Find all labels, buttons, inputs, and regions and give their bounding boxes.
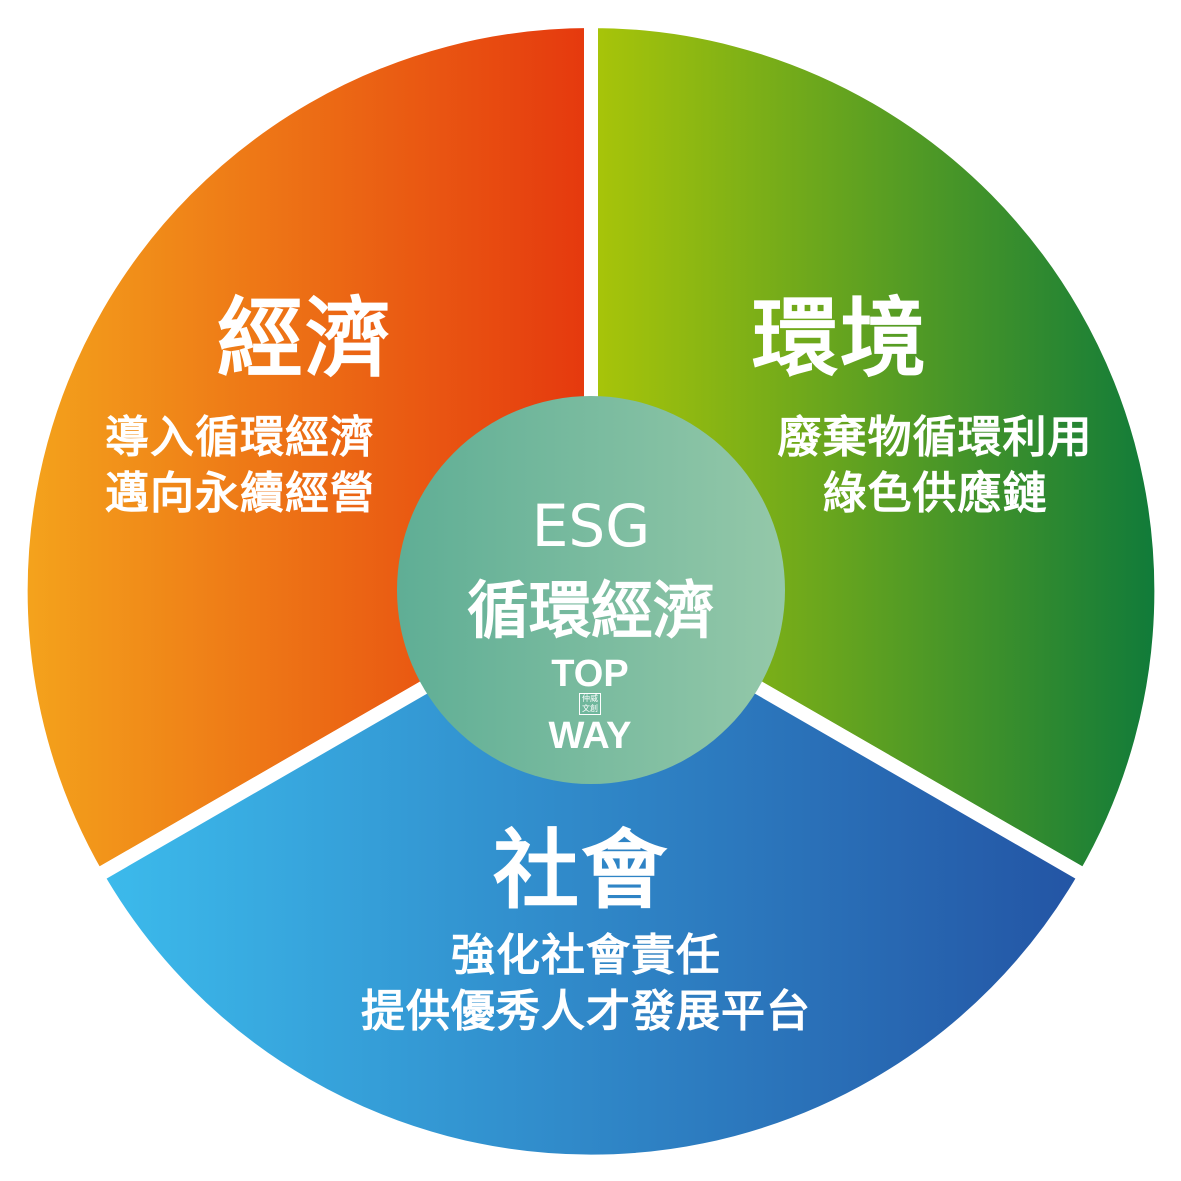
environment-description: 廢棄物循環利用 綠色供應鏈 — [730, 410, 1140, 522]
logo-bottom: WAY — [548, 715, 632, 757]
center-esg: ESG — [531, 492, 651, 560]
society-line: 提供優秀人才發展平台 — [361, 986, 811, 1037]
society-description: 強化社會責任 提供優秀人才發展平台 — [286, 928, 886, 1040]
economy-description: 導入循環經濟 邁向永續經營 — [40, 410, 440, 522]
environment-line: 綠色供應鏈 — [822, 468, 1048, 519]
logo-top: TOP — [551, 653, 629, 695]
environment-title: 環境 — [752, 289, 928, 389]
center-circular-economy: 循環經濟 — [466, 574, 715, 647]
center-circle — [397, 396, 785, 784]
economy-line: 邁向永續經營 — [105, 468, 375, 519]
environment-line: 廢棄物循環利用 — [777, 412, 1093, 463]
society-sector — [90, 584, 1092, 1169]
society-title: 社會 — [493, 821, 669, 921]
logo-stamp-text: 仲威文創 — [579, 693, 601, 715]
economy-title: 經濟 — [217, 289, 393, 389]
economy-line: 導入循環經濟 — [105, 412, 375, 463]
topway-logo: TOP 仲威文創 WAY — [530, 653, 650, 757]
society-line: 強化社會責任 — [451, 930, 721, 981]
